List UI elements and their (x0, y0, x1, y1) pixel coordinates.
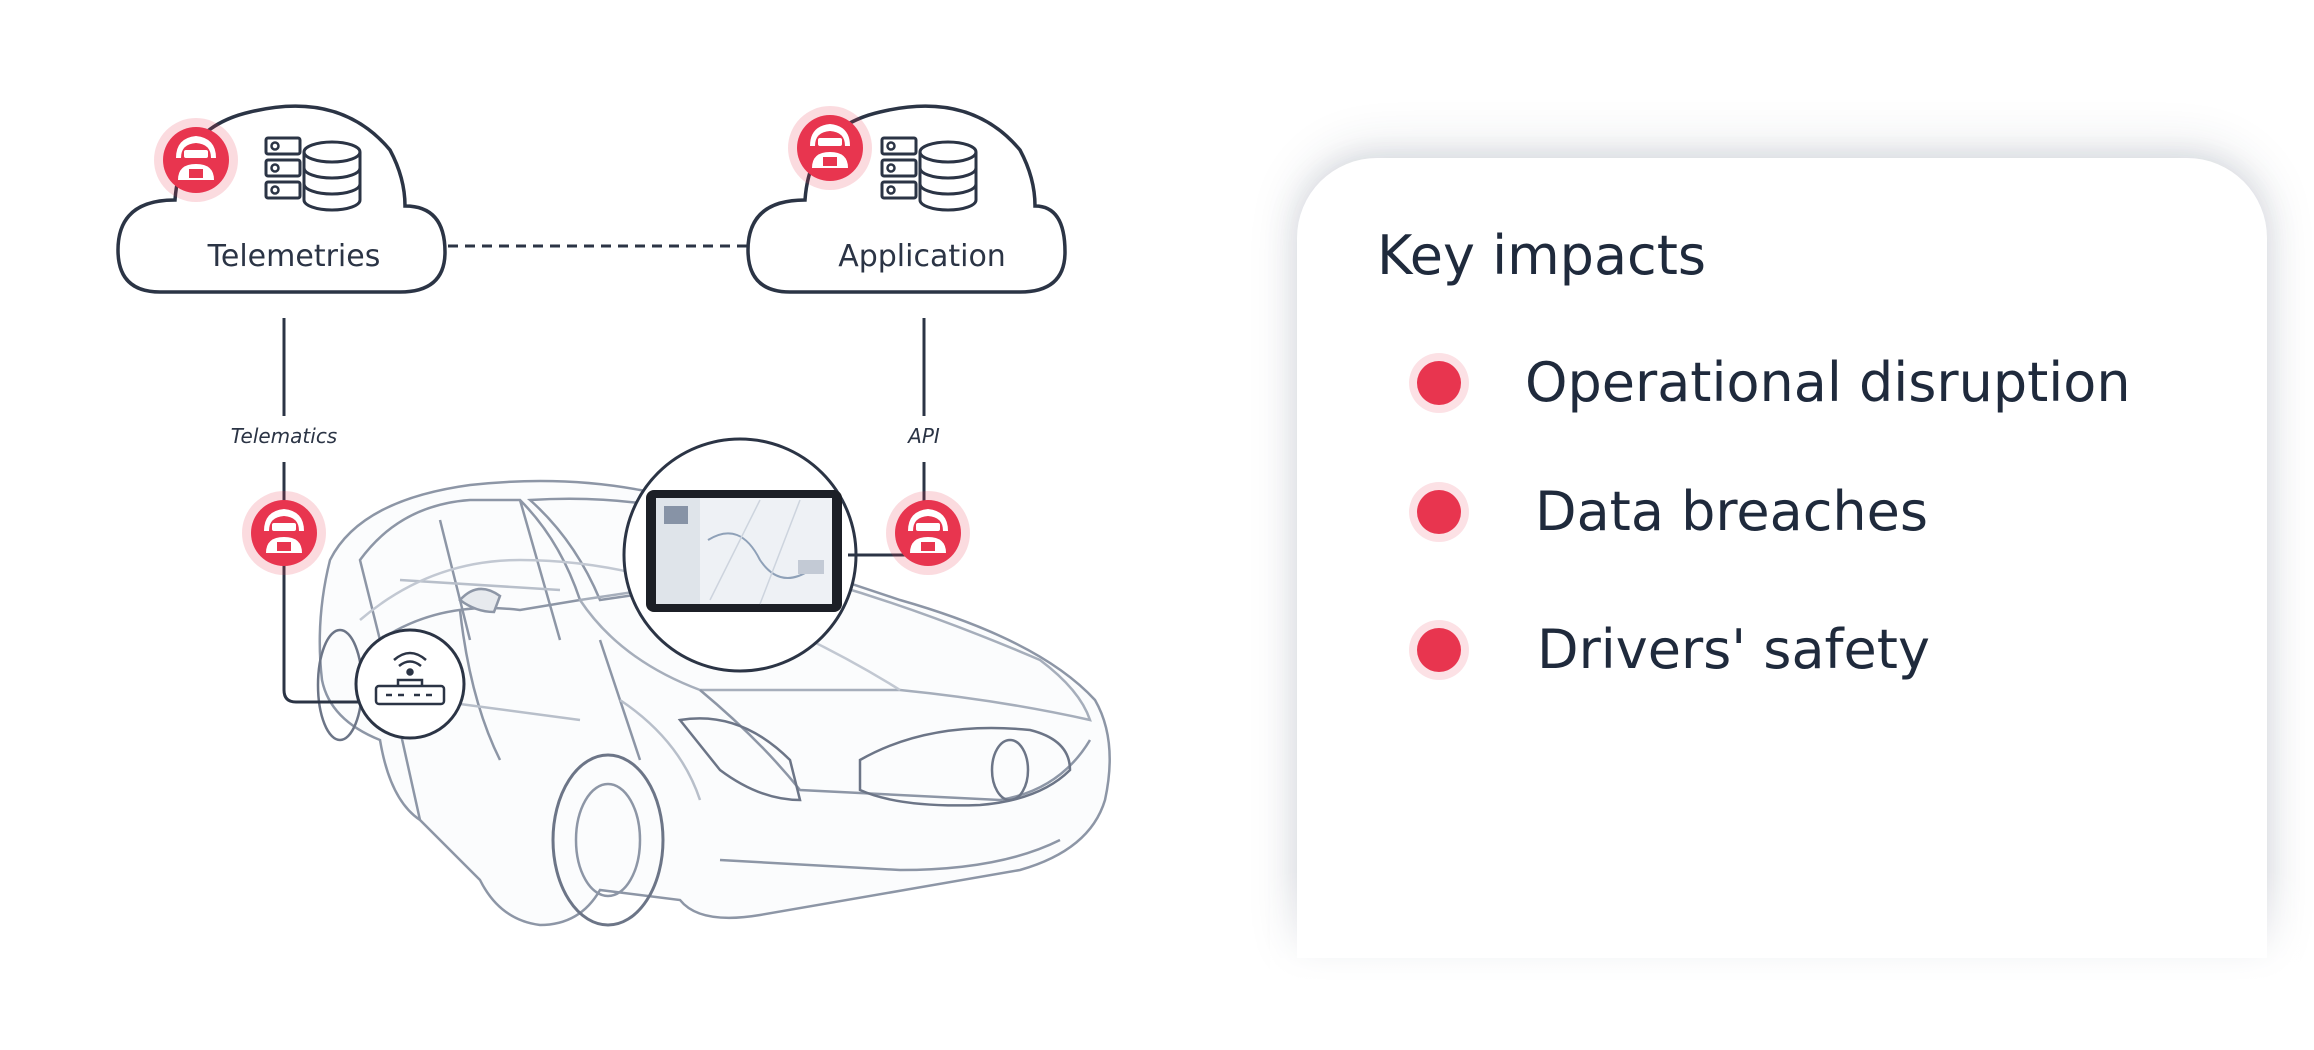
tablet-callout (622, 437, 926, 673)
attack-surface-diagram: Telemetries Application Telematics API (116, 104, 1111, 927)
server-database-icon (264, 136, 362, 212)
impact-label: Data breaches (1535, 480, 1928, 543)
application-label: Application (838, 239, 1006, 274)
card-bottom-fade (1270, 870, 2300, 1050)
server-database-icon (880, 136, 978, 212)
impact-label: Operational disruption (1525, 351, 2131, 414)
key-impacts-title: Key impacts (1377, 224, 1707, 287)
telematics-label: Telematics (231, 424, 337, 448)
bullet-dot-icon (1417, 627, 1461, 672)
router-callout (282, 494, 466, 740)
impact-label: Drivers' safety (1537, 618, 1930, 681)
bullet-dot-icon (1417, 489, 1461, 534)
router-wifi-icon (374, 651, 446, 706)
wireframe-car-illustration (316, 479, 1111, 927)
hacker-icon (886, 491, 970, 575)
tablet-map-icon (646, 490, 842, 612)
bullet-dot-icon (1417, 360, 1461, 405)
key-impacts-card: Key impacts Operational disruption Data … (1297, 158, 2267, 958)
hacker-icon (242, 491, 326, 575)
impact-item: Data breaches (1417, 480, 1928, 543)
impact-item: Drivers' safety (1417, 618, 1930, 681)
telemetries-label: Telemetries (207, 239, 381, 274)
hacker-icon (788, 106, 872, 190)
hacker-icon (154, 118, 238, 202)
impact-item: Operational disruption (1417, 351, 2131, 414)
api-label: API (906, 424, 940, 448)
